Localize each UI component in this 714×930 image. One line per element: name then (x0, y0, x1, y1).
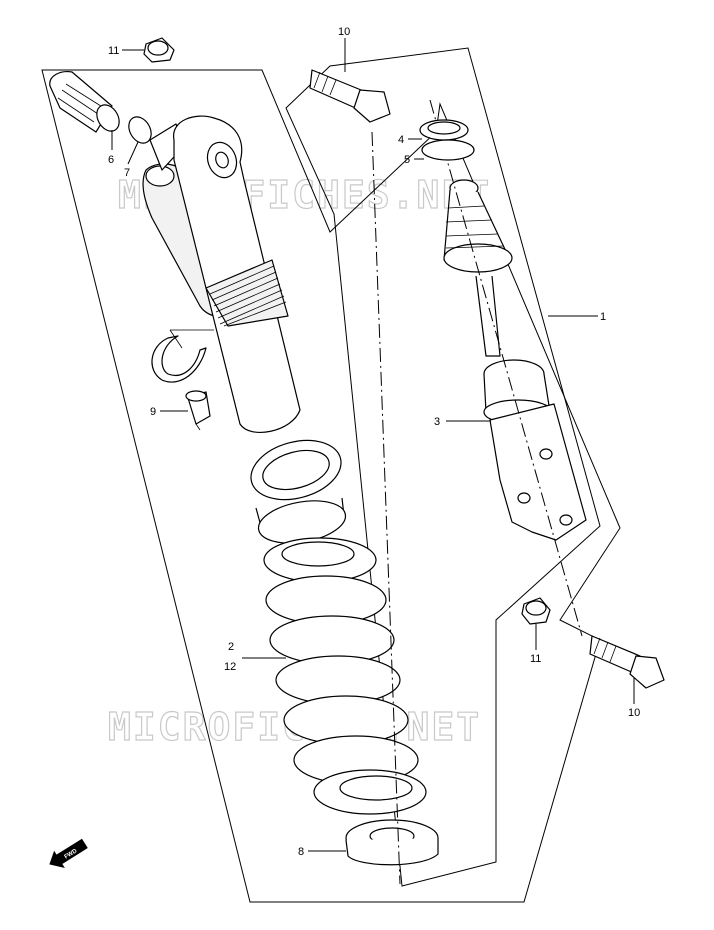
callout-9: 9 (150, 406, 156, 418)
callout-6: 6 (108, 154, 114, 166)
o-ring-7 (128, 116, 152, 144)
leader-circlip-b (169, 329, 183, 349)
clevis-3 (489, 403, 587, 541)
axis-line (429, 99, 583, 637)
callout-11-top: 11 (108, 45, 119, 57)
callout-1: 1 (600, 311, 606, 323)
callout-5: 5 (404, 154, 410, 166)
circlip (151, 335, 207, 383)
lower-bolt-10 (589, 635, 665, 689)
damper-rod (443, 179, 553, 425)
callout-4: 4 (398, 134, 404, 146)
axis-line-b (371, 131, 401, 885)
callout-10-bottom: 10 (628, 707, 640, 719)
lower-nut-11 (521, 597, 551, 625)
upper-nut-11 (143, 37, 175, 63)
shock-cylinder (173, 115, 301, 433)
leader-7 (127, 141, 139, 165)
callout-12: 12 (224, 661, 236, 673)
bushing-4 (419, 119, 469, 141)
callout-7: 7 (124, 167, 130, 179)
callout-3: 3 (434, 416, 440, 428)
upper-bolt-10 (309, 69, 391, 123)
callout-2: 2 (228, 641, 234, 653)
coil-spring (263, 537, 427, 815)
spring-seat-8 (345, 819, 439, 866)
assembly-frame-inner (285, 47, 601, 887)
assembly-frame-main (41, 69, 621, 903)
bushing-5 (421, 139, 475, 161)
adjuster-knob (49, 71, 120, 133)
lock-nut (250, 439, 347, 544)
callout-8: 8 (298, 846, 304, 858)
callout-11-bottom: 11 (530, 653, 541, 665)
fwd-arrow-icon: FWD (49, 838, 88, 868)
valve-cap-9 (185, 390, 211, 431)
callout-10-top: 10 (338, 26, 350, 38)
